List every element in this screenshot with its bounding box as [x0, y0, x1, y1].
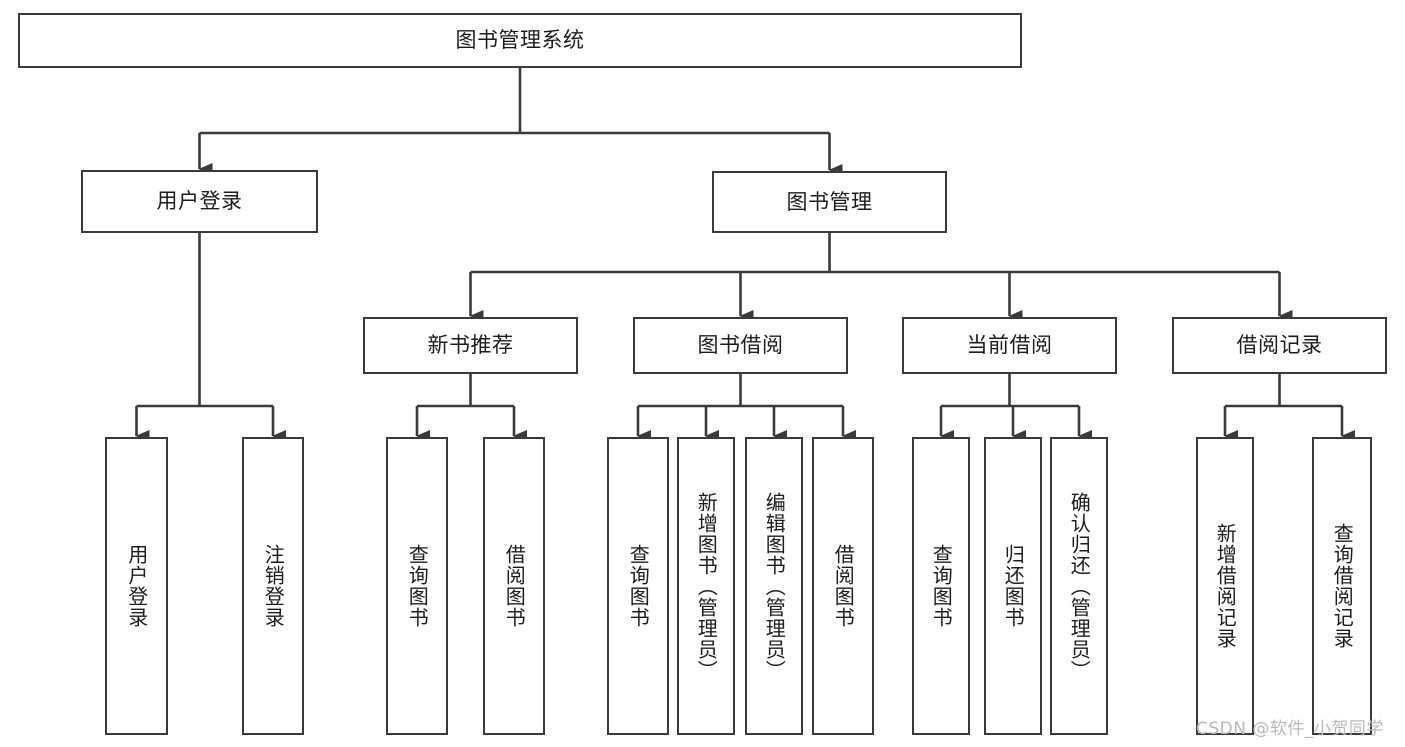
node-label: 查询图书 — [626, 544, 651, 628]
node-records[interactable]: 借阅记录 — [1172, 317, 1387, 374]
node-label: 借阅图书 — [502, 544, 527, 628]
node-label: 用户登录 — [124, 544, 149, 628]
node-label: 查询图书 — [405, 544, 430, 628]
node-label: 新增图书（管理员） — [694, 491, 719, 681]
node-leaf-login-2[interactable]: 注销登录 — [242, 437, 304, 735]
node-leaf-cur-1[interactable]: 查询图书 — [912, 437, 970, 735]
node-label: 当前借阅 — [966, 333, 1053, 358]
node-leaf-bor-4[interactable]: 借阅图书 — [812, 437, 874, 735]
node-current[interactable]: 当前借阅 — [902, 317, 1117, 374]
node-leaf-bor-1[interactable]: 查询图书 — [607, 437, 669, 735]
node-label: 图书管理 — [786, 189, 873, 214]
node-label: 确认归还（管理员） — [1067, 491, 1092, 681]
node-bookmgmt[interactable]: 图书管理 — [712, 171, 947, 233]
node-leaf-login-1[interactable]: 用户登录 — [105, 437, 168, 735]
node-label: 编辑图书（管理员） — [762, 491, 787, 681]
node-leaf-bor-3[interactable]: 编辑图书（管理员） — [745, 437, 803, 735]
node-login[interactable]: 用户登录 — [81, 170, 318, 233]
node-label: 用户登录 — [156, 189, 243, 214]
node-leaf-rec-2[interactable]: 查询借阅记录 — [1312, 437, 1372, 735]
node-label: 注销登录 — [261, 544, 286, 628]
csdn-watermark: CSDN @软件_小贺同学 — [1196, 719, 1384, 739]
node-leaf-new-1[interactable]: 查询图书 — [386, 437, 448, 735]
node-label: 归还图书 — [1001, 544, 1026, 628]
node-label: 新增借阅记录 — [1213, 523, 1238, 649]
node-label: 借阅图书 — [831, 544, 856, 628]
node-label: 借阅记录 — [1236, 333, 1323, 358]
node-label: 新书推荐 — [427, 333, 514, 358]
node-leaf-bor-2[interactable]: 新增图书（管理员） — [677, 437, 735, 735]
node-newbook[interactable]: 新书推荐 — [363, 317, 578, 374]
node-leaf-rec-1[interactable]: 新增借阅记录 — [1196, 437, 1254, 735]
node-root[interactable]: 图书管理系统 — [18, 13, 1022, 68]
node-leaf-cur-3[interactable]: 确认归还（管理员） — [1050, 437, 1108, 735]
node-borrow[interactable]: 图书借阅 — [633, 317, 848, 374]
node-leaf-cur-2[interactable]: 归还图书 — [984, 437, 1042, 735]
node-label: 查询借阅记录 — [1330, 523, 1355, 649]
node-label: 图书借阅 — [697, 333, 784, 358]
node-label: 查询图书 — [929, 544, 954, 628]
node-leaf-new-2[interactable]: 借阅图书 — [483, 437, 545, 735]
node-label: 图书管理系统 — [455, 28, 585, 53]
